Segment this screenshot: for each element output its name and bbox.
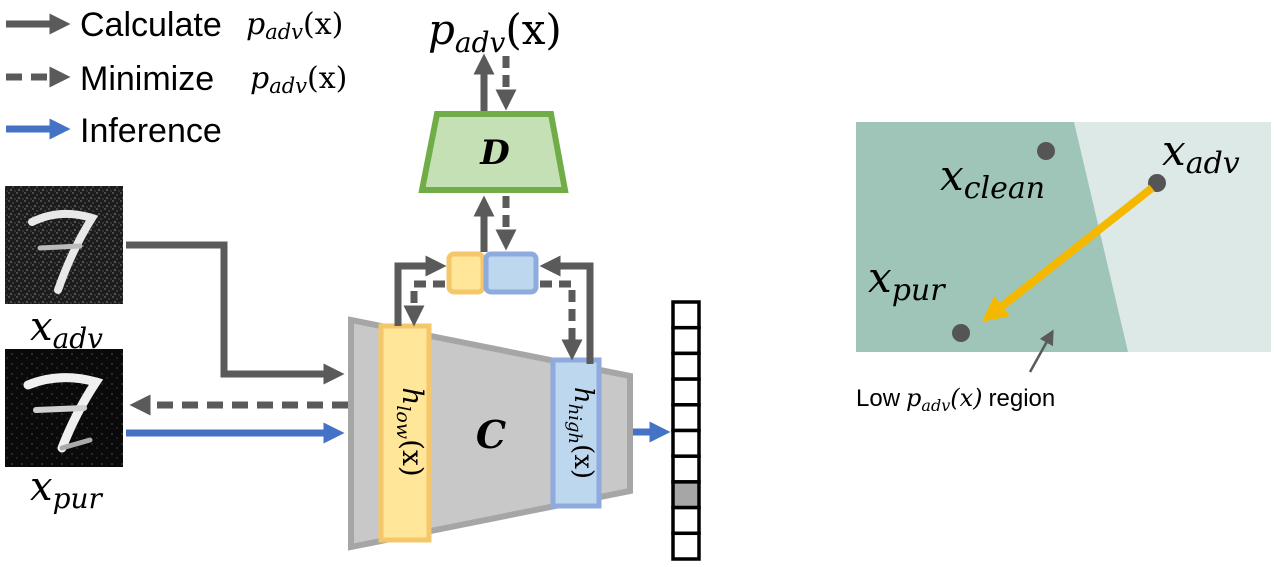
x-adv-to-classifier-arrow bbox=[126, 241, 345, 385]
high-feature-box bbox=[483, 251, 539, 295]
legend-inference-label: Inference bbox=[80, 112, 222, 150]
output-vector-cell bbox=[671, 325, 701, 356]
output-vector-cell bbox=[671, 351, 701, 381]
h-high-layer bbox=[550, 357, 602, 509]
legend-calculate-label: Calculate bbox=[80, 6, 222, 44]
h-low-label: hlow(x) bbox=[392, 387, 429, 476]
feature-to-h-high-dashed-arrow bbox=[540, 280, 583, 361]
region-x-adv-label: xadv bbox=[1162, 126, 1240, 181]
region-x-adv-point bbox=[1148, 174, 1166, 192]
h-low-to-feature-arrow bbox=[394, 255, 447, 326]
x-pur-image bbox=[5, 349, 123, 467]
region-x-pur-label: xpur bbox=[868, 253, 946, 308]
output-vector-cell bbox=[671, 428, 701, 458]
output-vector-cell bbox=[671, 454, 701, 484]
discriminator-block bbox=[418, 111, 569, 193]
x-adv-label: xadv bbox=[30, 304, 103, 355]
purification-arrow bbox=[981, 184, 1155, 322]
x-pur-label: xpur bbox=[30, 464, 104, 515]
x-adv-image bbox=[5, 186, 123, 304]
output-vector-cell bbox=[671, 300, 701, 330]
h-low-layer bbox=[378, 323, 432, 543]
output-vector-cell bbox=[671, 505, 701, 536]
output-vector-cell bbox=[671, 377, 701, 407]
output-p-label: padv(x) bbox=[428, 5, 562, 59]
region-pointer-arrow bbox=[1028, 329, 1054, 373]
legend-minimize-p: padv(x) bbox=[250, 61, 347, 98]
h-high-to-feature-arrow bbox=[539, 255, 594, 364]
output-vector bbox=[671, 300, 701, 561]
legend-calculate-p: padv(x) bbox=[246, 7, 343, 44]
classifier-label: C bbox=[476, 412, 506, 457]
output-vector-cell bbox=[671, 531, 701, 561]
output-vector-cell bbox=[671, 403, 701, 433]
region-x-pur-point bbox=[952, 324, 970, 342]
x-clean-point bbox=[1037, 142, 1055, 160]
h-high-label: hhigh(x) bbox=[564, 387, 598, 479]
output-vector-cell bbox=[671, 480, 701, 510]
discriminator-label: D bbox=[479, 133, 510, 173]
legend-minimize-label: Minimize bbox=[80, 60, 214, 98]
low-p-region bbox=[856, 122, 1128, 352]
low-feature-box bbox=[446, 251, 486, 295]
feature-to-h-low-dashed-arrow bbox=[403, 280, 445, 327]
x-clean-label: xclean bbox=[940, 151, 1045, 206]
legend: Calculate padv(x) Minimize padv(x) Infer… bbox=[6, 6, 347, 150]
